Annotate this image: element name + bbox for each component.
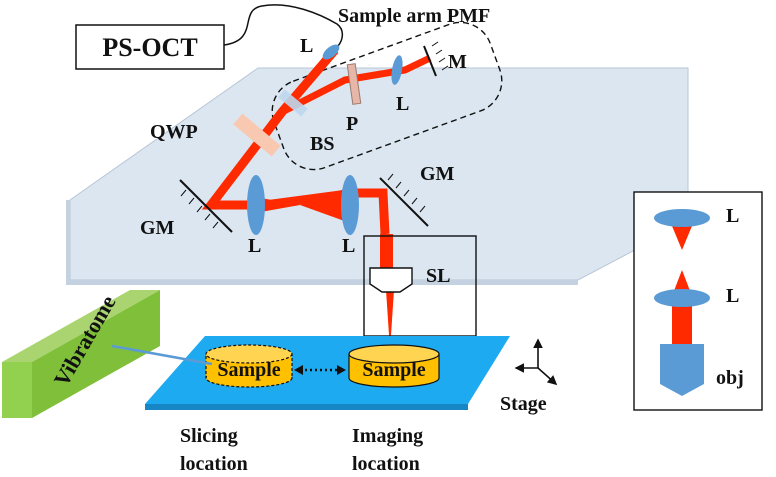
imaging-location-line1: Imaging bbox=[352, 425, 423, 447]
sample-slicing: Sample bbox=[205, 344, 293, 388]
polarizer bbox=[346, 63, 362, 105]
slicing-location-line2: location bbox=[180, 453, 248, 475]
galvo-mirror-right bbox=[379, 173, 429, 227]
galvo-mirror-left bbox=[179, 179, 233, 233]
lens-label-reference: L bbox=[396, 93, 409, 115]
lens-label-relay2: L bbox=[342, 235, 355, 257]
sample-label-slicing: Sample bbox=[217, 359, 280, 381]
inset-lens-bottom bbox=[654, 289, 710, 307]
ps-oct-label: PS-OCT bbox=[102, 33, 197, 62]
bs-label: BS bbox=[310, 133, 334, 155]
gm-label-left: GM bbox=[140, 217, 175, 239]
sample-label-imaging: Sample bbox=[362, 359, 425, 381]
polarizer-label: P bbox=[346, 113, 358, 135]
beam-path bbox=[201, 47, 432, 350]
qwp-label: QWP bbox=[150, 121, 198, 143]
inset-lens-label-top: L bbox=[726, 205, 739, 227]
beam-splitter bbox=[278, 89, 308, 117]
quarter-wave-plate bbox=[233, 113, 281, 157]
slicing-location-line1: Slicing bbox=[180, 425, 238, 447]
reference-lens bbox=[391, 55, 403, 85]
relay-lens-2 bbox=[341, 175, 359, 235]
stage-label: Stage bbox=[500, 393, 547, 415]
scan-lens bbox=[369, 267, 413, 293]
imaging-location-line2: location bbox=[352, 453, 420, 475]
lens-label-relay1: L bbox=[248, 235, 261, 257]
vibratome-pointer bbox=[111, 344, 213, 366]
objective-inset: L L obj bbox=[633, 191, 763, 411]
sl-label: SL bbox=[426, 265, 450, 287]
inset-obj-label: obj bbox=[716, 367, 744, 389]
optical-table bbox=[66, 67, 689, 285]
mirror-label: M bbox=[448, 51, 467, 73]
fiber-lens bbox=[322, 44, 340, 60]
stage-axes bbox=[514, 338, 558, 386]
sample-arm-pmf-label: Sample arm PMF bbox=[338, 5, 490, 27]
sample-arm-fiber bbox=[223, 4, 344, 47]
relay-lens-1 bbox=[247, 175, 265, 235]
vibratome: Vibratome bbox=[2, 290, 160, 418]
inset-lens-top bbox=[654, 209, 710, 227]
arrowhead-left bbox=[294, 365, 303, 375]
arrowhead-right bbox=[337, 365, 346, 375]
reference-mirror bbox=[423, 41, 449, 77]
sample-stage bbox=[145, 336, 510, 410]
gm-label-right: GM bbox=[420, 163, 455, 185]
ps-oct-unit: PS-OCT bbox=[75, 24, 225, 70]
polarization-module-box bbox=[271, 21, 503, 171]
lens-label-fiber: L bbox=[300, 35, 313, 57]
inset-lens-label-bottom: L bbox=[726, 285, 739, 307]
inset-objective bbox=[660, 344, 704, 396]
sample-imaging: Sample bbox=[348, 344, 440, 388]
